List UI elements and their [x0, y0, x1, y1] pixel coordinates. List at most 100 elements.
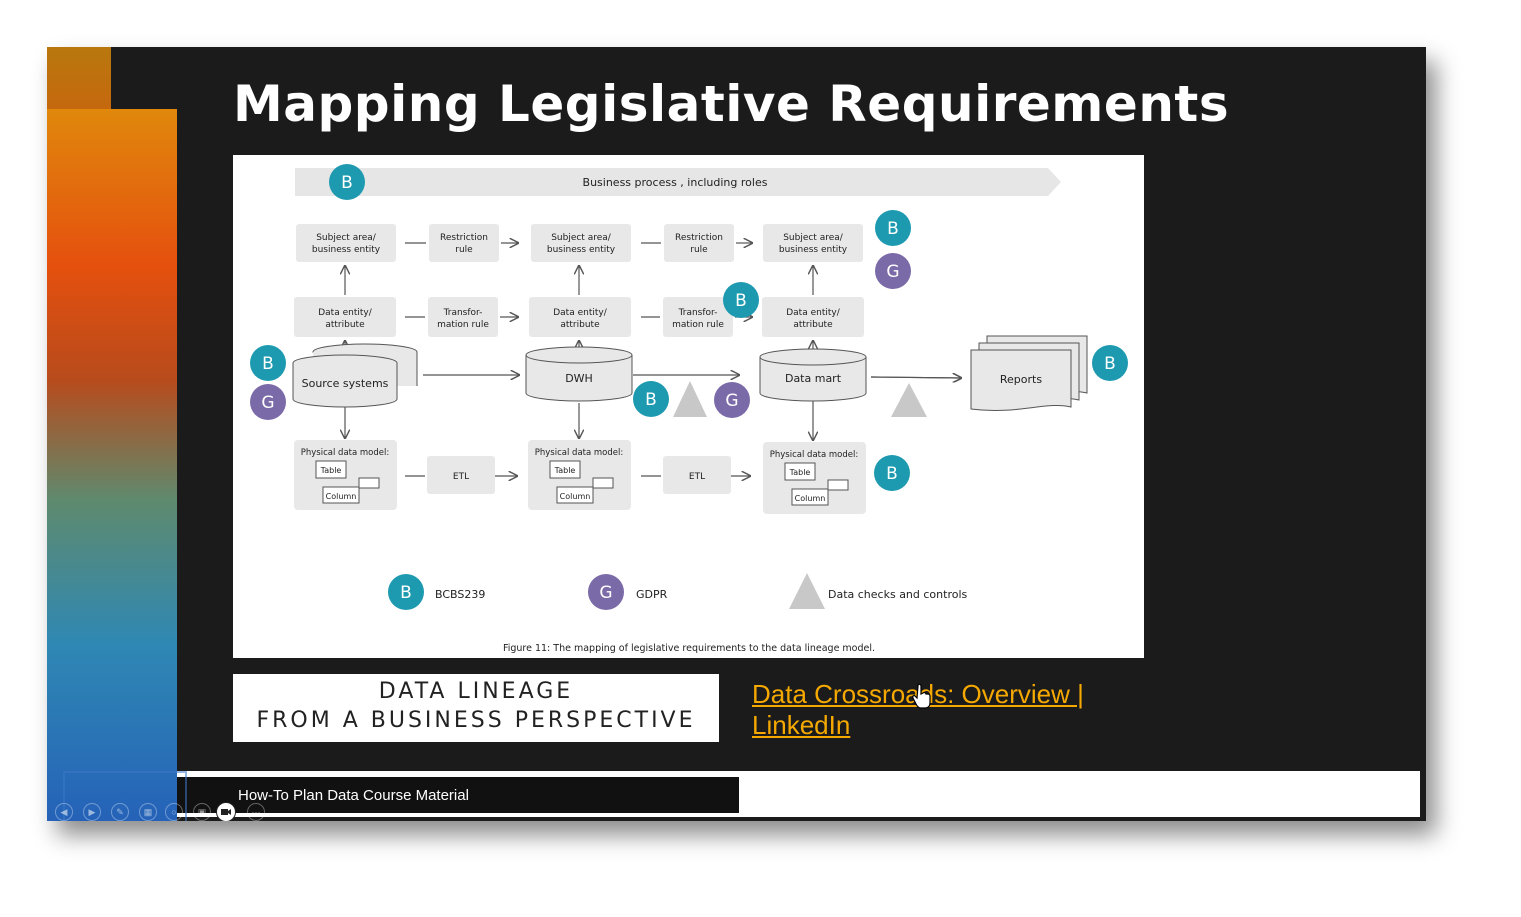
- svg-text:Physical data model:: Physical data model:: [770, 450, 858, 460]
- physical-data-model-box: Physical data model: Table Column: [294, 440, 397, 510]
- svg-text:mation rule: mation rule: [437, 320, 489, 330]
- svg-text:Subject area/: Subject area/: [316, 233, 377, 243]
- svg-text:Column: Column: [560, 492, 591, 501]
- etl-box: ETL: [663, 456, 731, 494]
- transformation-rule-box: Transfor- mation rule: [663, 297, 733, 337]
- svg-text:B: B: [886, 464, 898, 484]
- svg-text:B: B: [1104, 354, 1116, 374]
- data-mart-store: Data mart: [759, 348, 867, 402]
- dwh-store: DWH: [525, 346, 633, 402]
- badge-b-icon: B: [874, 455, 910, 491]
- svg-text:rule: rule: [690, 245, 708, 255]
- book-title-line1: DATA LINEAGE: [378, 679, 574, 704]
- banner-text: Business process , including roles: [583, 176, 768, 189]
- svg-text:Table: Table: [320, 466, 342, 475]
- svg-text:business entity: business entity: [312, 245, 381, 255]
- caption-box: How-To Plan Data Course Material: [177, 777, 739, 813]
- svg-text:Data entity/: Data entity/: [786, 308, 840, 318]
- svg-text:rule: rule: [455, 245, 473, 255]
- badge-b-icon: B: [875, 210, 911, 246]
- svg-text:Restriction: Restriction: [440, 233, 488, 243]
- camera-icon[interactable]: [216, 802, 236, 821]
- slide-title: Mapping Legislative Requirements: [233, 75, 1230, 133]
- accent-bar-front: [47, 109, 177, 821]
- subject-area-box: Subject area/ business entity: [531, 224, 631, 262]
- svg-text:Data checks and controls: Data checks and controls: [828, 588, 968, 601]
- etl-box: ETL: [427, 456, 495, 494]
- slide: Mapping Legislative Requirements Busines…: [47, 47, 1426, 821]
- flow-arrows: [345, 243, 961, 476]
- badge-g-icon: G: [588, 574, 624, 610]
- svg-text:ETL: ETL: [689, 472, 705, 482]
- svg-text:Column: Column: [795, 494, 826, 503]
- process-banner: [295, 168, 1061, 196]
- svg-text:Restriction: Restriction: [675, 233, 723, 243]
- subject-area-box: Subject area/ business entity: [296, 224, 396, 262]
- svg-text:Table: Table: [554, 466, 576, 475]
- play-icon[interactable]: ▶: [83, 803, 101, 821]
- svg-text:G: G: [886, 262, 899, 282]
- svg-text:G: G: [261, 393, 274, 413]
- badge-b-icon: B: [723, 282, 759, 318]
- svg-text:B: B: [262, 354, 274, 374]
- svg-text:mation rule: mation rule: [672, 320, 724, 330]
- badge-b-icon: B: [388, 574, 424, 610]
- hand-pointer-icon: [912, 683, 931, 709]
- subtitle-icon[interactable]: ▣: [193, 803, 211, 821]
- svg-text:BCBS239: BCBS239: [435, 588, 485, 601]
- lineage-figure: Business process , including roles Subje…: [233, 155, 1144, 658]
- more-icon[interactable]: ⋯: [247, 803, 265, 821]
- reports-document: Reports: [970, 335, 1088, 412]
- flow-arrow: [870, 377, 961, 378]
- badge-b-icon: B: [1092, 345, 1128, 381]
- svg-text:Physical data model:: Physical data model:: [301, 448, 389, 458]
- svg-text:Source systems: Source systems: [302, 377, 389, 390]
- linkedin-link[interactable]: Data Crossroads: Overview | LinkedIn: [752, 679, 1084, 740]
- svg-text:B: B: [400, 583, 412, 603]
- svg-text:Column: Column: [326, 492, 357, 501]
- legend: B BCBS239 G GDPR Data checks and control…: [388, 573, 968, 610]
- svg-text:Transfor-: Transfor-: [678, 308, 718, 318]
- svg-text:Subject area/: Subject area/: [551, 233, 612, 243]
- svg-text:attribute: attribute: [325, 320, 365, 330]
- svg-text:Data entity/: Data entity/: [318, 308, 372, 318]
- data-check-triangle: [891, 383, 927, 417]
- svg-text:DWH: DWH: [565, 372, 593, 385]
- svg-text:Physical data model:: Physical data model:: [535, 448, 623, 458]
- subject-area-box: Subject area/ business entity: [763, 224, 863, 262]
- figure-caption: Figure 11: The mapping of legislative re…: [503, 643, 875, 654]
- data-check-triangle: [673, 381, 707, 417]
- svg-text:Transfor-: Transfor-: [443, 308, 483, 318]
- data-entity-box: Data entity/ attribute: [294, 297, 396, 337]
- svg-text:Reports: Reports: [1000, 373, 1042, 386]
- badge-g-icon: G: [250, 384, 286, 420]
- data-entity-box: Data entity/ attribute: [762, 297, 864, 337]
- lineage-diagram: Business process , including roles Subje…: [250, 164, 1128, 654]
- selection-frame: [63, 771, 187, 821]
- book-title-line2: FROM A BUSINESS PERSPECTIVE: [256, 708, 696, 733]
- caption-text: How-To Plan Data Course Material: [238, 787, 469, 804]
- physical-data-model-box: Physical data model: Table Column: [528, 440, 631, 510]
- prev-icon[interactable]: ◀: [55, 803, 73, 821]
- svg-text:Data mart: Data mart: [785, 372, 842, 385]
- source-systems-store: Source systems: [292, 343, 418, 408]
- badge-g-icon: G: [714, 382, 750, 418]
- svg-text:B: B: [645, 390, 657, 410]
- svg-text:Subject area/: Subject area/: [783, 233, 844, 243]
- badge-b-icon: B: [329, 164, 365, 200]
- svg-text:Data entity/: Data entity/: [553, 308, 607, 318]
- search-icon[interactable]: ○: [165, 803, 183, 821]
- grid-icon[interactable]: ▦: [139, 803, 157, 821]
- svg-text:G: G: [725, 391, 738, 411]
- player-controls: ◀ ▶ ✎ ▦ ○ ▣ ⋯: [55, 803, 275, 821]
- data-entity-box: Data entity/ attribute: [529, 297, 631, 337]
- svg-text:GDPR: GDPR: [636, 588, 668, 601]
- svg-text:ETL: ETL: [453, 472, 469, 482]
- svg-text:B: B: [341, 173, 353, 193]
- svg-text:attribute: attribute: [793, 320, 833, 330]
- svg-text:Table: Table: [789, 468, 811, 477]
- pen-icon[interactable]: ✎: [111, 803, 129, 821]
- badge-b-icon: B: [633, 381, 669, 417]
- svg-text:attribute: attribute: [560, 320, 600, 330]
- svg-text:business entity: business entity: [547, 245, 616, 255]
